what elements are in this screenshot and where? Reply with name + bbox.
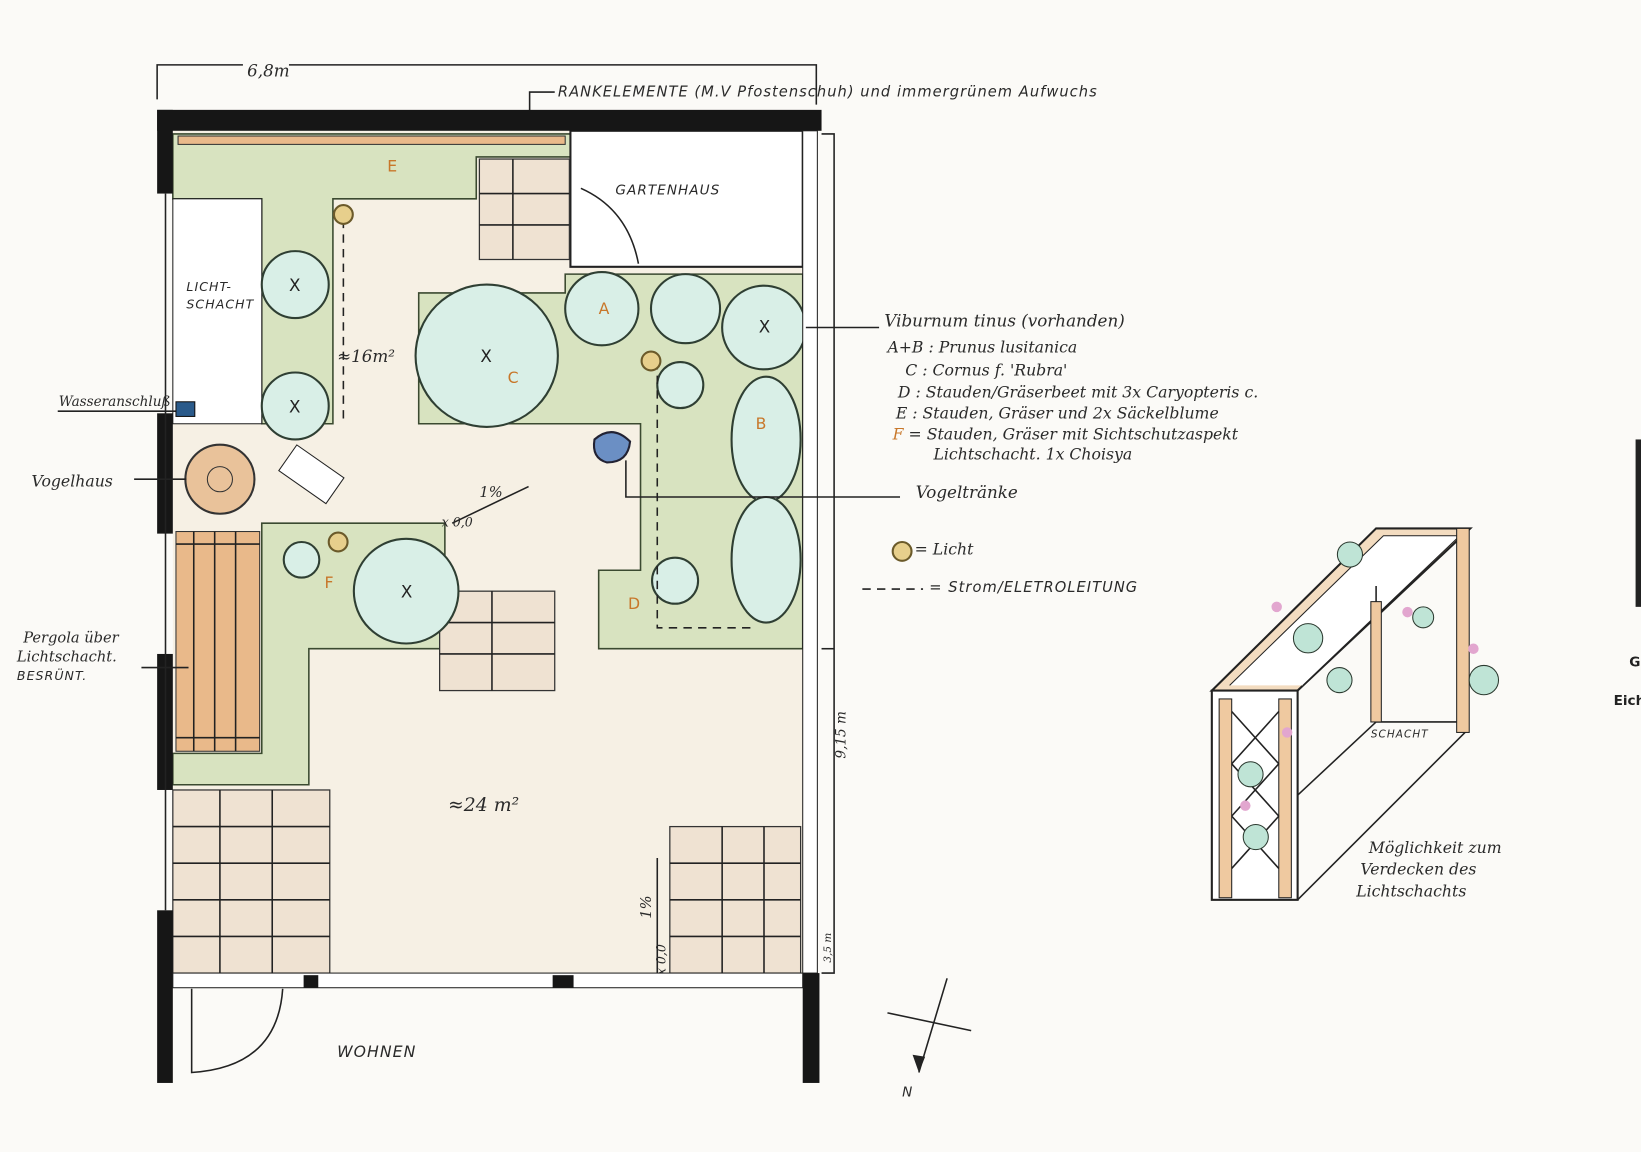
light-well [172, 198, 263, 425]
legend-text-f-continued: Lichtschacht. 1x Choisya [933, 444, 1133, 463]
legend-birdbath: Vogeltränke [916, 482, 1018, 502]
svg-text:A+B : Prunus lusitanica: A+B : Prunus lusitanica [885, 338, 1077, 357]
bench [278, 444, 345, 505]
north-arrow-icon: N [887, 978, 972, 1101]
legend-text-ab: Prunus lusitanica [938, 338, 1078, 357]
legend-text-d: Stauden/Gräserbeet mit 3x Caryopteris c. [926, 383, 1258, 402]
legend: Viburnum tinus (vorhanden) A+B : Prunus … [625, 310, 1258, 596]
legend-key-c: C [905, 361, 917, 380]
birdhouse-label: Vogelhaus [32, 472, 113, 491]
bed-letter-e: E [387, 157, 397, 176]
garden-house-door-swing [580, 187, 640, 264]
north-label: N [902, 1085, 913, 1101]
area-upper: ≈16m² [337, 346, 395, 366]
bed-letter-c: C [508, 368, 519, 387]
legend-key-e: E [895, 404, 908, 423]
garden-house [569, 129, 804, 268]
tree-mark-1: X [289, 275, 300, 295]
bed-letter-d: D [628, 594, 640, 613]
svg-text:E : Stauden, Gräser und 2x Säc: E : Stauden, Gräser und 2x Säckelblume [895, 404, 1219, 423]
svg-text:F = Stauden, Gräser mit Sichts: F = Stauden, Gräser mit Sichtschutzaspek… [892, 424, 1239, 443]
area-lower: ≈24 m² [448, 795, 519, 816]
tree-mark-viburnum: X [759, 317, 770, 337]
pergola-label-3: BESRÜNT. [17, 667, 87, 683]
tree-mark-c: X [480, 346, 491, 366]
legend-light-icon [891, 540, 913, 562]
trellis-label: RANKELEMENTE (M.V Pfostenschuh) und imme… [558, 83, 1098, 100]
birdhouse-hole [206, 466, 233, 493]
edge-text-eich: Eich [1614, 693, 1641, 709]
svg-text:D : Stauden/Gräserbeet mit 3x: D : Stauden/Gräserbeet mit 3x Caryopteri… [897, 383, 1258, 402]
length-dimension-label: 9,15 m [834, 711, 850, 758]
sketch-caption-2: Verdecken des [1360, 860, 1476, 879]
light-icons [327, 204, 662, 553]
pergola [175, 531, 261, 752]
legend-text-c: Cornus f. 'Rubra' [933, 361, 1068, 380]
small-dimension-label: 3,5 m [822, 933, 834, 963]
bed-letter-f: F [325, 573, 334, 592]
trees [260, 250, 807, 645]
pergola-label-1: Pergola über [22, 629, 119, 646]
birdhouse [184, 443, 256, 515]
width-dimension-label: 6,8m [247, 60, 289, 80]
bed-letter-a: A [599, 299, 610, 318]
edge-border [1635, 439, 1641, 607]
slope-label-lower: 1% [638, 895, 655, 918]
power-line [342, 219, 754, 629]
sketch-shaft-label: SCHACHT [1371, 729, 1429, 741]
water-connection-label: Wasseranschluß [59, 394, 171, 410]
width-dimension: 6,8m [156, 58, 818, 105]
water-connection-icon [175, 401, 196, 417]
svg-text:C : Cornus f. 'Rubra': C : Cornus f. 'Rubra' [905, 361, 1067, 380]
paving-stones [172, 158, 802, 974]
legend-key-ab: A+B [885, 338, 923, 357]
legend-text-f: Stauden, Gräser mit Sichtschutzaspekt [927, 424, 1239, 443]
garden-house-label: GARTENHAUS [615, 183, 720, 199]
level-label-upper: x 0,0 [442, 514, 473, 529]
legend-light: = Licht [915, 540, 974, 559]
trellis-annotation: RANKELEMENTE (M.V Pfostenschuh) und imme… [528, 83, 1098, 114]
tree-mark-f: X [401, 581, 412, 601]
door-swing [190, 988, 284, 1074]
tree-mark-2: X [289, 396, 300, 416]
bird-bath [592, 431, 632, 464]
sketch-caption-3: Lichtschachts [1355, 882, 1466, 901]
legend-text-e: Stauden, Gräser und 2x Säckelblume [923, 404, 1219, 423]
slope-label-upper: 1% [479, 484, 502, 501]
sketch-caption-1: Möglichkeit zum [1368, 838, 1502, 857]
bed-letter-b: B [756, 414, 767, 433]
legend-viburnum: Viburnum tinus (vorhanden) [884, 310, 1124, 330]
light-well-label-2: SCHACHT [186, 297, 254, 312]
light-well-label-1: LICHT- [186, 279, 232, 294]
slope-arrow-upper [451, 485, 529, 524]
legend-key-d: D [897, 383, 911, 402]
pergola-sketch: SCHACHT Möglichkeit zum Verdecken des Li… [1209, 527, 1502, 901]
legend-key-f: F [892, 424, 905, 443]
length-dimension [821, 133, 835, 974]
living-label: WOHNEN [337, 1042, 416, 1061]
walls [157, 109, 822, 1083]
trellis-elements [177, 135, 566, 145]
edge-text-g: G [1629, 655, 1640, 671]
legend-power: = Strom/ELETROLEITUNG [929, 579, 1138, 596]
level-label-lower: x 0,0 [654, 944, 669, 975]
pergola-label-2: Lichtschacht. [16, 648, 117, 665]
